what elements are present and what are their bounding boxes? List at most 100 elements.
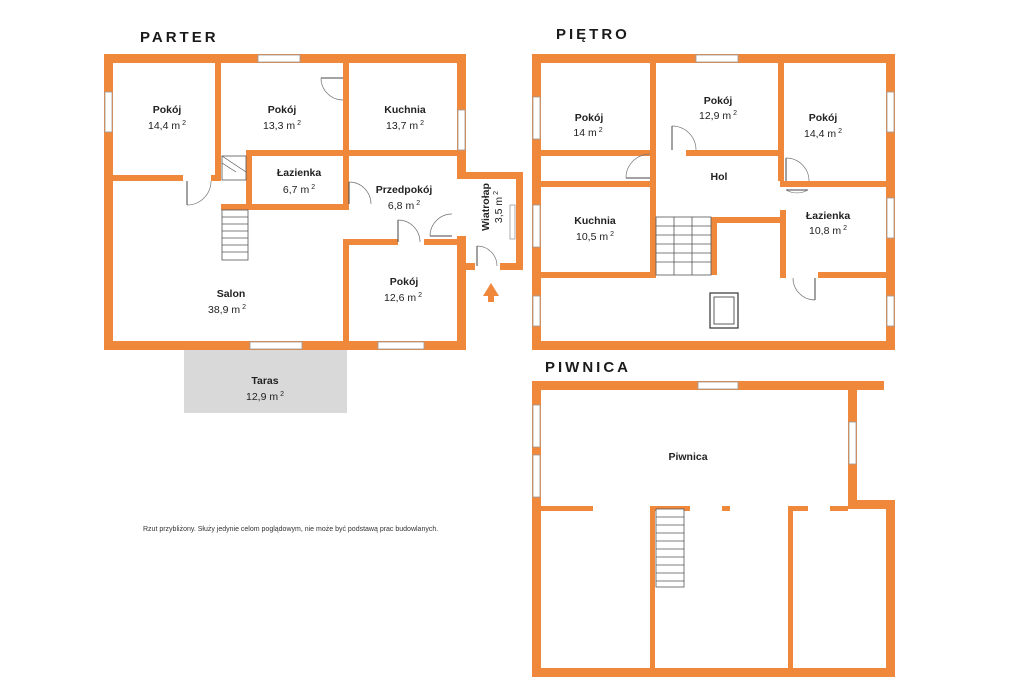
window: [886, 295, 895, 327]
door: [320, 77, 344, 101]
window: [697, 381, 739, 390]
entrance-arrow-icon: [483, 283, 499, 302]
door: [671, 125, 697, 151]
wall: [788, 506, 808, 511]
terrace-area: [184, 349, 347, 413]
window: [257, 54, 301, 63]
door: [429, 213, 453, 237]
room-name: Pokój: [575, 112, 604, 124]
wall: [650, 506, 655, 668]
wall: [246, 150, 349, 156]
wall: [711, 217, 717, 275]
wall: [711, 217, 786, 223]
stairs-pietro: [655, 216, 712, 276]
room-name: Pokój: [704, 95, 733, 107]
wall: [349, 150, 457, 156]
stairs-piwnica: [655, 508, 685, 588]
wall: [541, 272, 656, 278]
room-name: Przedpokój: [376, 184, 433, 196]
wall: [457, 172, 523, 179]
wall: [886, 500, 895, 677]
wall: [788, 506, 793, 668]
wall: [211, 175, 221, 181]
wall: [215, 63, 221, 178]
door: [785, 157, 810, 182]
window: [695, 54, 739, 63]
wall: [343, 239, 398, 245]
wall: [532, 668, 895, 677]
wall: [818, 272, 886, 278]
floor-title-piwnica: PIWNICA: [545, 359, 631, 376]
wall: [686, 150, 784, 156]
window: [848, 421, 857, 465]
wall: [343, 63, 349, 209]
wall: [650, 506, 690, 511]
wall: [778, 63, 784, 181]
window: [377, 341, 425, 350]
wall: [221, 204, 349, 210]
door: [348, 181, 372, 205]
room-name: Pokój: [809, 112, 838, 124]
wall: [246, 150, 252, 209]
wall: [532, 54, 541, 350]
door: [625, 153, 651, 179]
window: [532, 204, 541, 248]
room-name: Taras: [251, 375, 278, 387]
wall: [113, 175, 183, 181]
wall: [541, 181, 656, 187]
floor-title-pietro: PIĘTRO: [556, 26, 630, 43]
wall: [343, 239, 349, 341]
door: [785, 189, 809, 194]
wall: [830, 506, 848, 511]
wall: [650, 181, 656, 275]
room-name: Łazienka: [277, 167, 322, 179]
wall: [500, 263, 523, 270]
window: [457, 109, 466, 151]
wall: [541, 150, 656, 156]
wall: [516, 172, 523, 270]
wall: [104, 54, 113, 350]
wall: [722, 506, 730, 511]
wall: [532, 341, 895, 350]
room-name: Pokój: [268, 104, 297, 116]
floor-title-parter: PARTER: [140, 29, 219, 46]
wall: [541, 506, 593, 511]
room-name: Wiatrołap: [480, 183, 492, 231]
room-name: Łazienka: [806, 210, 851, 222]
wiatrolap-label: Wiatrołap 3,5 m2: [480, 183, 505, 231]
room-name: Pokój: [390, 276, 419, 288]
room-area: 3,5 m2: [493, 191, 505, 223]
window: [532, 404, 541, 448]
wall: [780, 181, 786, 186]
wall: [848, 500, 895, 509]
room-name: Hol: [711, 171, 728, 183]
window: [532, 454, 541, 498]
wall: [457, 263, 475, 270]
wall: [424, 239, 457, 245]
window: [532, 295, 541, 327]
wall: [780, 210, 786, 278]
window: [249, 341, 303, 350]
piwnica-plan: Piwnica: [532, 381, 895, 677]
door: [397, 219, 421, 243]
wall: [650, 63, 656, 181]
stairs-parter: [221, 155, 249, 261]
room-name: Salon: [217, 288, 246, 300]
wall: [457, 236, 466, 350]
room-name: Piwnica: [668, 451, 707, 463]
door: [186, 180, 212, 206]
